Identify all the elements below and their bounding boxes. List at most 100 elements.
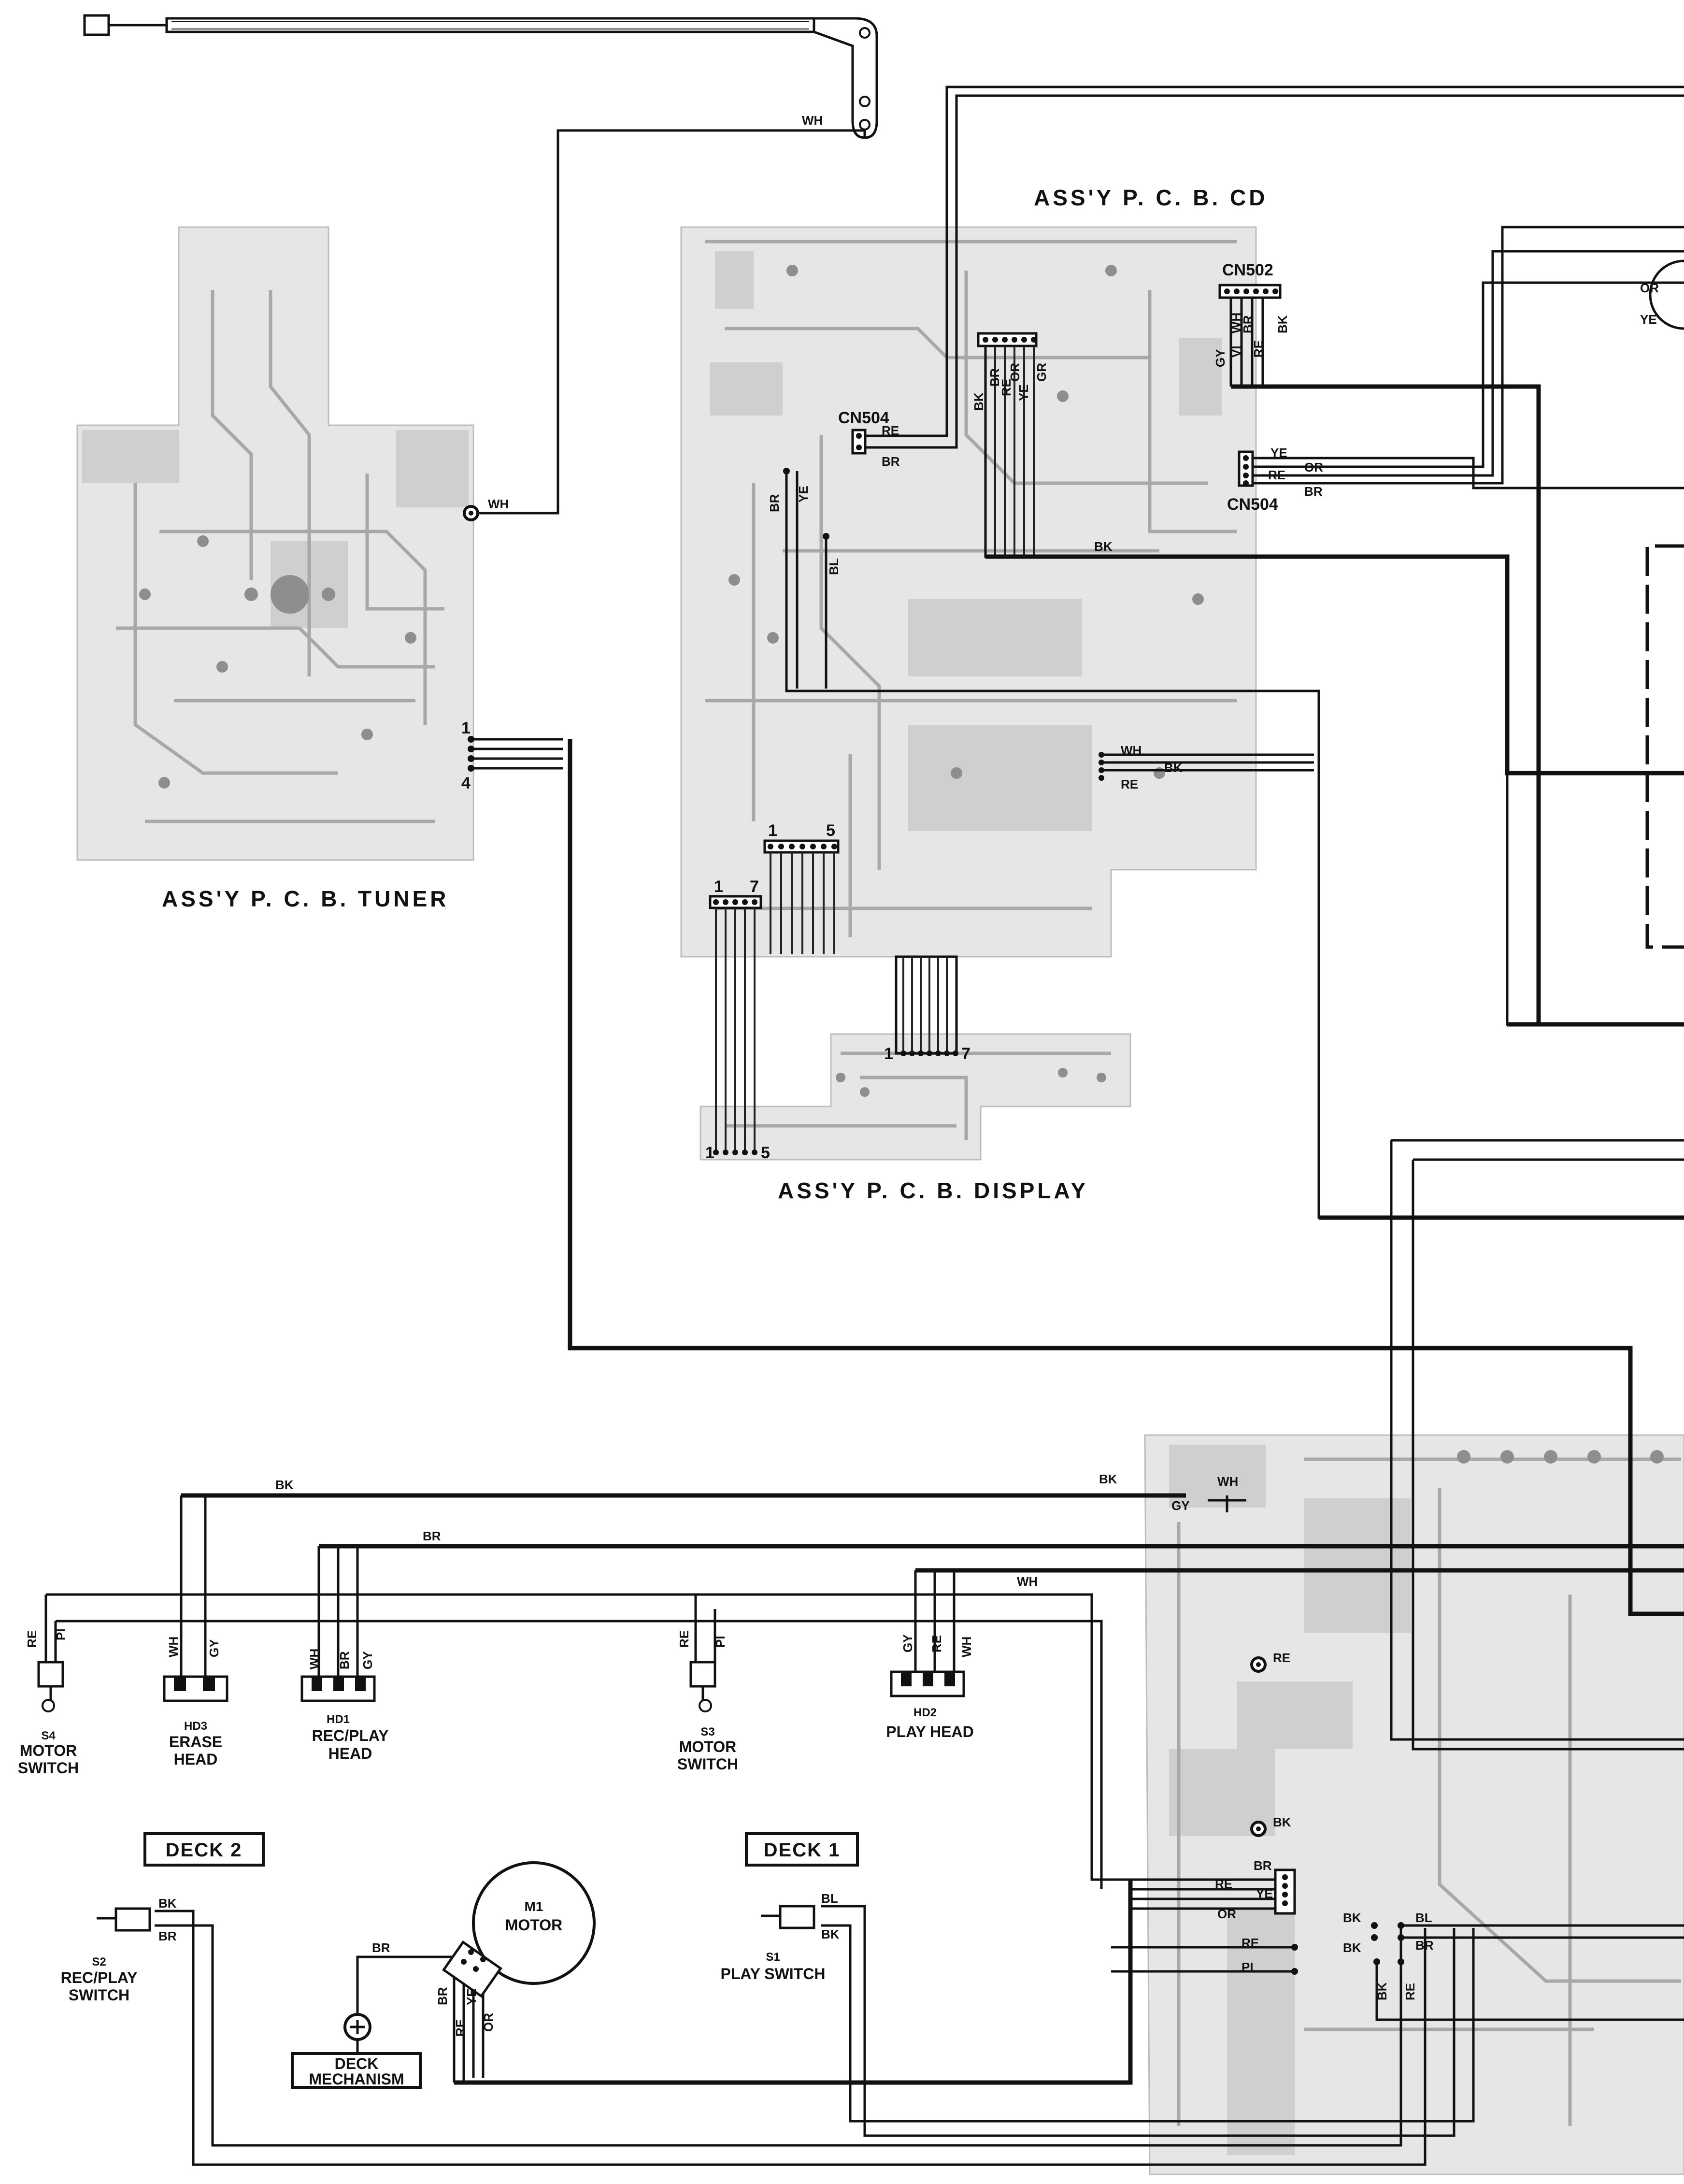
hd3-erase-head: HD3 ERASE HEAD [169,1720,222,1768]
wire-label: RE [453,2019,468,2037]
hd1-head-part [300,1675,376,1702]
wire-label: BR [882,454,900,469]
wire-label: YE [1270,445,1287,460]
display-pcb [699,1033,1131,1161]
wire-label: YE [796,486,811,503]
wire-label: OR [1008,363,1022,382]
wire-label: BR [423,1529,441,1543]
s4-motor-switch: S4 MOTOR SWITCH [18,1729,79,1777]
tuner-output-bundle [471,738,1684,1616]
wire-label: PI [713,1636,728,1648]
wire-label: BR [1304,484,1323,499]
hd1-rec-play-head: HD1 REC/PLAY HEAD [312,1713,389,1762]
wire-label: YE [1016,384,1031,401]
svg-text:MOTOR: MOTOR [679,1738,737,1755]
tuner-board-label: ASS'Y P. C. B. TUNER [162,886,449,911]
display-pin-c1: 1 [884,1045,893,1063]
wire-label: RE [999,379,1013,396]
deck1-box [745,1832,859,1867]
svg-text:SWITCH: SWITCH [69,1986,129,2004]
wire-label: BK [1273,1815,1291,1829]
wire-label: RE [677,1630,691,1648]
display-pin-b5: 7 [750,877,759,896]
svg-text:ERASE: ERASE [169,1733,222,1751]
wire-label: BK [1164,761,1183,775]
svg-text:PLAY SWITCH: PLAY SWITCH [721,1965,826,1983]
wire-label: BR [158,1929,177,1943]
wire-label: WH [488,497,509,511]
wire-label: OR [1304,460,1323,474]
display-board-label: ASS'Y P. C. B. DISPLAY [778,1178,1088,1203]
cn502-label: CN502 [1222,261,1273,279]
wire-label: GY [900,1634,915,1652]
wire-label: BK [1275,315,1290,333]
wire-label: OR [1640,281,1659,295]
display-pin-b1: 1 [714,877,723,896]
svg-text:MECHANISM: MECHANISM [309,2070,404,2088]
wire-label: WH [307,1649,322,1669]
cd-pcb [680,226,1257,958]
wire-label: RE [929,1635,944,1652]
wire-label: BK [1094,539,1113,554]
wire-label: VI [1229,345,1243,358]
hd2-play-head: HD2 PLAY HEAD [886,1706,973,1740]
wire-label: WH [802,113,823,128]
svg-text:MOTOR: MOTOR [505,1916,563,1934]
wire-label: BR [987,368,1002,387]
wire-label: RE [1242,1936,1259,1950]
tuner-pcb [76,226,479,861]
display-pin-a7: 5 [826,821,835,840]
wire-label: YE [464,1988,479,2005]
right-side-wires [1319,259,1684,1751]
wire-label: BL [821,1891,838,1906]
cd-right-connector [1099,752,1314,781]
wire-label: BR [435,1987,450,2005]
wire-label: BR [337,1651,352,1669]
wire-label: GY [207,1639,221,1657]
wire-label: RE [1215,1877,1232,1891]
svg-text:PLAY HEAD: PLAY HEAD [886,1723,973,1740]
antenna [83,14,878,139]
deck-wiring [44,1493,1684,2166]
wire-label: BR [1254,1858,1272,1873]
svg-text:HEAD: HEAD [174,1751,218,1768]
display-pin-d5: 5 [761,1144,770,1162]
deck-mechanism-label: DECK MECHANISM [309,2055,404,2088]
wire-label: RE [1273,1651,1290,1665]
wire-label: BK [1375,1982,1389,2000]
svg-text:S4: S4 [41,1729,56,1742]
s3-switch-part [689,1661,716,1712]
wire-label: RE [1268,468,1285,482]
wire-label: GR [1034,363,1049,382]
wire-label: BR [1415,1938,1434,1953]
hd3-head-part [163,1675,228,1702]
display-ribbons [709,839,958,1155]
s4-switch-part [37,1661,64,1712]
cn504-left-wires [851,86,1684,455]
hd2-head-part [890,1670,965,1697]
cn504-right-wires [1238,226,1684,489]
svg-text:HD3: HD3 [184,1720,207,1733]
wire-label: BR [767,494,782,512]
wire-label: WH [166,1637,181,1657]
tuner-pin-1: 1 [461,719,471,737]
wire-label: RE [882,423,899,438]
wire-label: BR [372,1940,390,1955]
deck2-label: DECK 2 [166,1839,243,1861]
svg-text:REC/PLAY: REC/PLAY [312,1727,389,1744]
wire-label: BK [275,1478,294,1492]
deck-mechanism-part [291,2013,422,2089]
wire-label: OR [1217,1907,1236,1921]
svg-text:M1: M1 [525,1899,543,1914]
wire-label: PI [54,1628,68,1640]
cn504-right-label: CN504 [1227,495,1278,514]
wire-label: BK [1099,1472,1117,1486]
deck2-box [143,1832,265,1867]
s2-rec-play-switch: S2 REC/PLAY SWITCH [61,1955,138,2004]
display-pin-a1: 1 [768,821,777,840]
display-pin-d1: 1 [705,1144,714,1162]
wire-label: BL [827,558,841,575]
wire-label: WH [1017,1574,1038,1589]
svg-text:SWITCH: SWITCH [677,1755,738,1773]
svg-text:MOTOR: MOTOR [20,1742,77,1759]
